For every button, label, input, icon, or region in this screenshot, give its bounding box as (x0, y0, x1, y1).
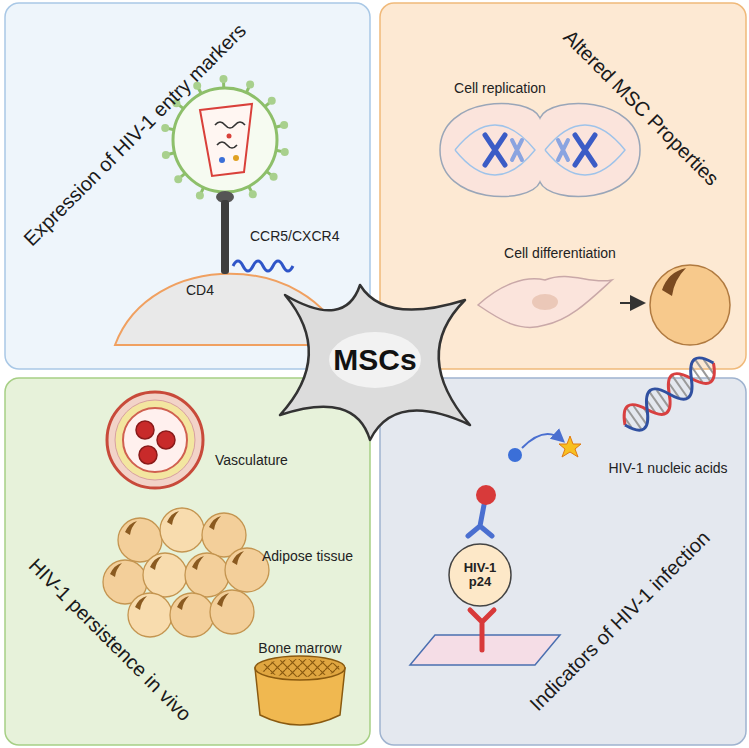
dna-helix (617, 352, 722, 437)
part-label: Cell differentiation (504, 245, 616, 261)
dividing-cell (455, 125, 535, 175)
quadrant-panel: Indicators of HIV-1 infection HIV-1 p24 (380, 378, 746, 745)
part-label: Bone marrow (258, 640, 341, 656)
differentiation (620, 302, 642, 304)
part-label: CCR5/CXCR4 (250, 228, 339, 244)
elisa-assay (522, 434, 562, 448)
vasculature (139, 446, 157, 464)
part-label: Vasculature (215, 452, 288, 468)
hiv-virion (215, 122, 245, 128)
differentiation (532, 294, 558, 310)
virion-spike (161, 124, 169, 132)
dna-rung (695, 360, 710, 381)
virion-spike (270, 173, 278, 181)
part-label: Cell replication (454, 80, 546, 96)
adipocyte-nucleus (125, 521, 137, 535)
dividing-cell (575, 135, 595, 165)
differentiation (478, 276, 612, 327)
dividing-cell (545, 125, 625, 175)
vasculature (107, 392, 203, 488)
elisa-assay (468, 505, 492, 536)
adipocyte-nucleus (232, 551, 244, 565)
adipocyte-nucleus (167, 511, 179, 525)
dna-helix (617, 352, 722, 437)
virion-spike (280, 121, 288, 129)
hiv-virion (200, 104, 252, 176)
adipocyte (143, 553, 187, 597)
adipocyte-nucleus (150, 556, 162, 570)
vasculature (115, 400, 195, 480)
dividing-cell (440, 103, 640, 196)
dna-rung (672, 376, 687, 397)
bone-marrow (255, 656, 345, 725)
panel-heading: HIV-1 persistence in vivo (24, 554, 196, 726)
adipocyte-nucleus (110, 563, 122, 577)
elisa-assay (476, 485, 496, 505)
hiv-virion (227, 134, 232, 139)
antigen-circle: HIV-1 p24 (447, 542, 513, 608)
adipocyte (170, 593, 214, 637)
adipocyte (210, 590, 254, 634)
adipocyte-nucleus (209, 516, 221, 530)
dna-rung (650, 392, 665, 413)
center-title: MSCs (275, 275, 475, 445)
antigen-outline (449, 544, 511, 606)
dividing-cell (558, 140, 568, 160)
elisa-assay (410, 434, 581, 665)
panel-backgrounds (5, 3, 746, 745)
panel-heading: Indicators of HIV-1 infection (525, 526, 714, 715)
panel-heading: Altered MSC Properties (559, 26, 724, 191)
virion-spike (249, 190, 257, 198)
virion-spike (246, 80, 254, 88)
panel-heading: Expression of HIV-1 entry markers (19, 19, 251, 251)
part-label: CD4 (186, 282, 214, 298)
dividing-cell (440, 103, 640, 196)
adipocyte-nucleus (177, 596, 189, 610)
elisa-assay (470, 610, 494, 650)
hiv-virion (233, 155, 239, 161)
virion-spike (268, 97, 276, 105)
panel-backgrounds (5, 378, 370, 745)
cd4-receptor (216, 191, 234, 274)
vasculature (107, 392, 203, 488)
hiv-virion (173, 88, 277, 192)
differentiation (650, 265, 730, 345)
bone-marrow (260, 659, 340, 677)
dividing-cell (512, 140, 522, 160)
coreceptor-coil (233, 261, 293, 271)
part-label: Adipose tissue (262, 548, 353, 564)
virion-spike (281, 148, 289, 156)
adipocyte-nucleus (217, 593, 229, 607)
adipocyte (160, 508, 204, 552)
bone-marrow (255, 656, 345, 680)
vasculature (123, 408, 187, 472)
elisa-assay (508, 448, 522, 462)
cd4-receptor (221, 200, 229, 274)
adipose-cells (103, 508, 269, 637)
virion-spike (220, 75, 228, 83)
part-label: HIV-1 nucleic acids (608, 460, 727, 476)
adipocyte-nucleus (135, 596, 147, 610)
dividing-cell (485, 135, 505, 165)
adipocyte (185, 553, 229, 597)
adipocyte-nucleus (192, 556, 204, 570)
differentiation (662, 268, 686, 296)
virion-spike (162, 151, 170, 159)
adipocyte (128, 593, 172, 637)
vasculature (136, 421, 154, 439)
virion-spike (196, 192, 204, 200)
differentiation (478, 265, 730, 345)
elisa-assay (559, 436, 581, 457)
hiv-virion (219, 157, 225, 163)
antigen-label: HIV-1 p24 (451, 546, 509, 604)
msc-cell: MSCs (275, 275, 475, 445)
hiv-virion (217, 142, 237, 148)
panel-backgrounds (380, 378, 746, 745)
coreceptor-coil (233, 261, 293, 271)
dna-helix (617, 352, 722, 437)
virion-spike (174, 175, 182, 183)
vasculature (157, 431, 175, 449)
elisa-assay (410, 635, 560, 665)
